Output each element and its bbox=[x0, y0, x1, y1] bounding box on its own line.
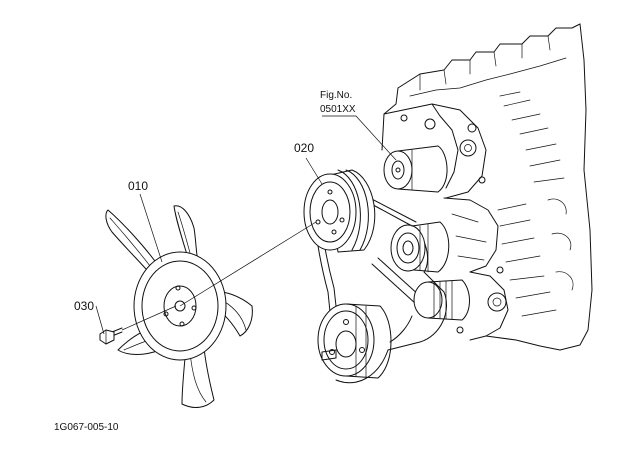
leader-lines bbox=[95, 115, 397, 335]
assembly-center-lines bbox=[121, 221, 317, 331]
fig-ref-number: 0501XX bbox=[320, 104, 356, 115]
callout-010: 010 bbox=[128, 179, 148, 193]
idler-pulley-drawing bbox=[390, 221, 450, 273]
engine-block-drawing bbox=[381, 23, 593, 351]
callout-030: 030 bbox=[74, 299, 94, 313]
fig-ref-label: Fig.No. bbox=[320, 90, 352, 101]
crankshaft-pulley-drawing bbox=[317, 303, 392, 379]
water-pump-hub-drawing bbox=[383, 145, 448, 193]
callout-020: 020 bbox=[294, 141, 314, 155]
alternator-drawing bbox=[413, 279, 470, 321]
drawing-code: 1G067-005-10 bbox=[54, 422, 119, 433]
fan-pulley-drawing bbox=[303, 169, 376, 253]
cooling-fan-drawing bbox=[105, 205, 253, 408]
